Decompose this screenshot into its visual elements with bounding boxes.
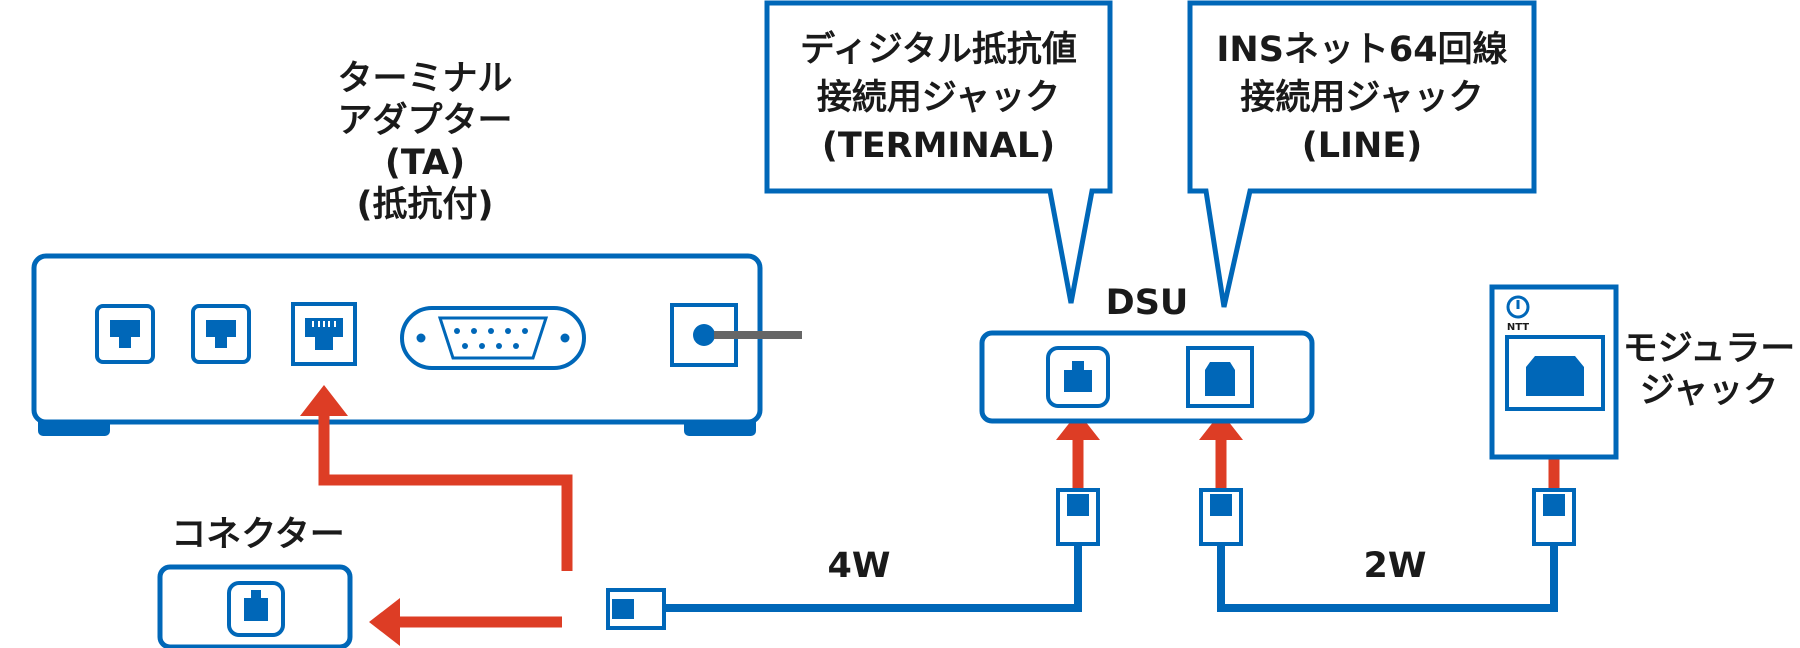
- callout-terminal-line-3: (TERMINAL): [821, 126, 1056, 166]
- callout-line-line-2: 接続用ジャック: [1240, 78, 1484, 118]
- ta-port-1: [95, 304, 155, 364]
- modular-jack-label-line-2: ジャック: [1639, 371, 1779, 411]
- ta-label-line-3: (TA): [384, 143, 466, 183]
- arrow-to-ta-line: [318, 408, 573, 571]
- cable-4w-label: 4W: [827, 546, 891, 586]
- callout-line: [1187, 0, 1537, 308]
- callout-line-line-1: INSネット64回線: [1216, 30, 1508, 70]
- cable-4w: [606, 488, 1100, 630]
- arrow-to-dsu-terminal-head: [1056, 412, 1100, 440]
- terminal-adapter: [31, 253, 802, 436]
- modular-jack-label: モジュラー ジャック: [1618, 328, 1800, 412]
- plug-2w-dsu: [1199, 488, 1243, 546]
- dsu-line-jack: [1186, 346, 1254, 408]
- callout-terminal-line-2: 接続用ジャック: [816, 78, 1061, 118]
- arrow-to-dsu-line-head: [1199, 412, 1243, 440]
- ta-label-line-2: アダプター: [337, 101, 513, 141]
- cable-2w: [1199, 488, 1576, 612]
- ntt-logo-icon: [1506, 295, 1530, 319]
- dsu-body: [979, 330, 1315, 424]
- plug-4w-left: [606, 588, 666, 630]
- callout-terminal: [764, 0, 1113, 304]
- arrow-to-connector-head: [369, 598, 400, 646]
- connector-label: コネクター: [171, 515, 345, 555]
- ta-serial-port: [400, 306, 586, 370]
- arrow-to-ta-head: [300, 385, 348, 416]
- ntt-logo-text: NTT: [1507, 322, 1529, 333]
- ta-label: ターミナル アダプター (TA) (抵抗付): [310, 58, 540, 226]
- plug-2w-modular: [1532, 488, 1576, 546]
- dsu: [979, 330, 1315, 424]
- modular-jack: NTT: [1489, 284, 1619, 460]
- ta-label-line-1: ターミナル: [337, 59, 513, 99]
- callout-line-line-3: (LINE): [1301, 126, 1423, 166]
- ta-label-line-4: (抵抗付): [356, 185, 494, 225]
- ta-port-2: [191, 304, 251, 364]
- callout-line-text: INSネット64回線 接続用ジャック (LINE): [1193, 26, 1531, 170]
- callout-terminal-text: ディジタル抵抗値 接続用ジャック (TERMINAL): [770, 26, 1107, 170]
- dsu-label: DSU: [1105, 283, 1189, 323]
- ta-port-rj45: [291, 302, 357, 366]
- modular-jack-label-line-1: モジュラー: [1622, 329, 1796, 369]
- dsu-terminal-jack: [1046, 346, 1110, 408]
- callout-terminal-line-1: ディジタル抵抗値: [800, 30, 1077, 70]
- connector: [157, 564, 353, 648]
- cable-2w-label: 2W: [1363, 546, 1427, 586]
